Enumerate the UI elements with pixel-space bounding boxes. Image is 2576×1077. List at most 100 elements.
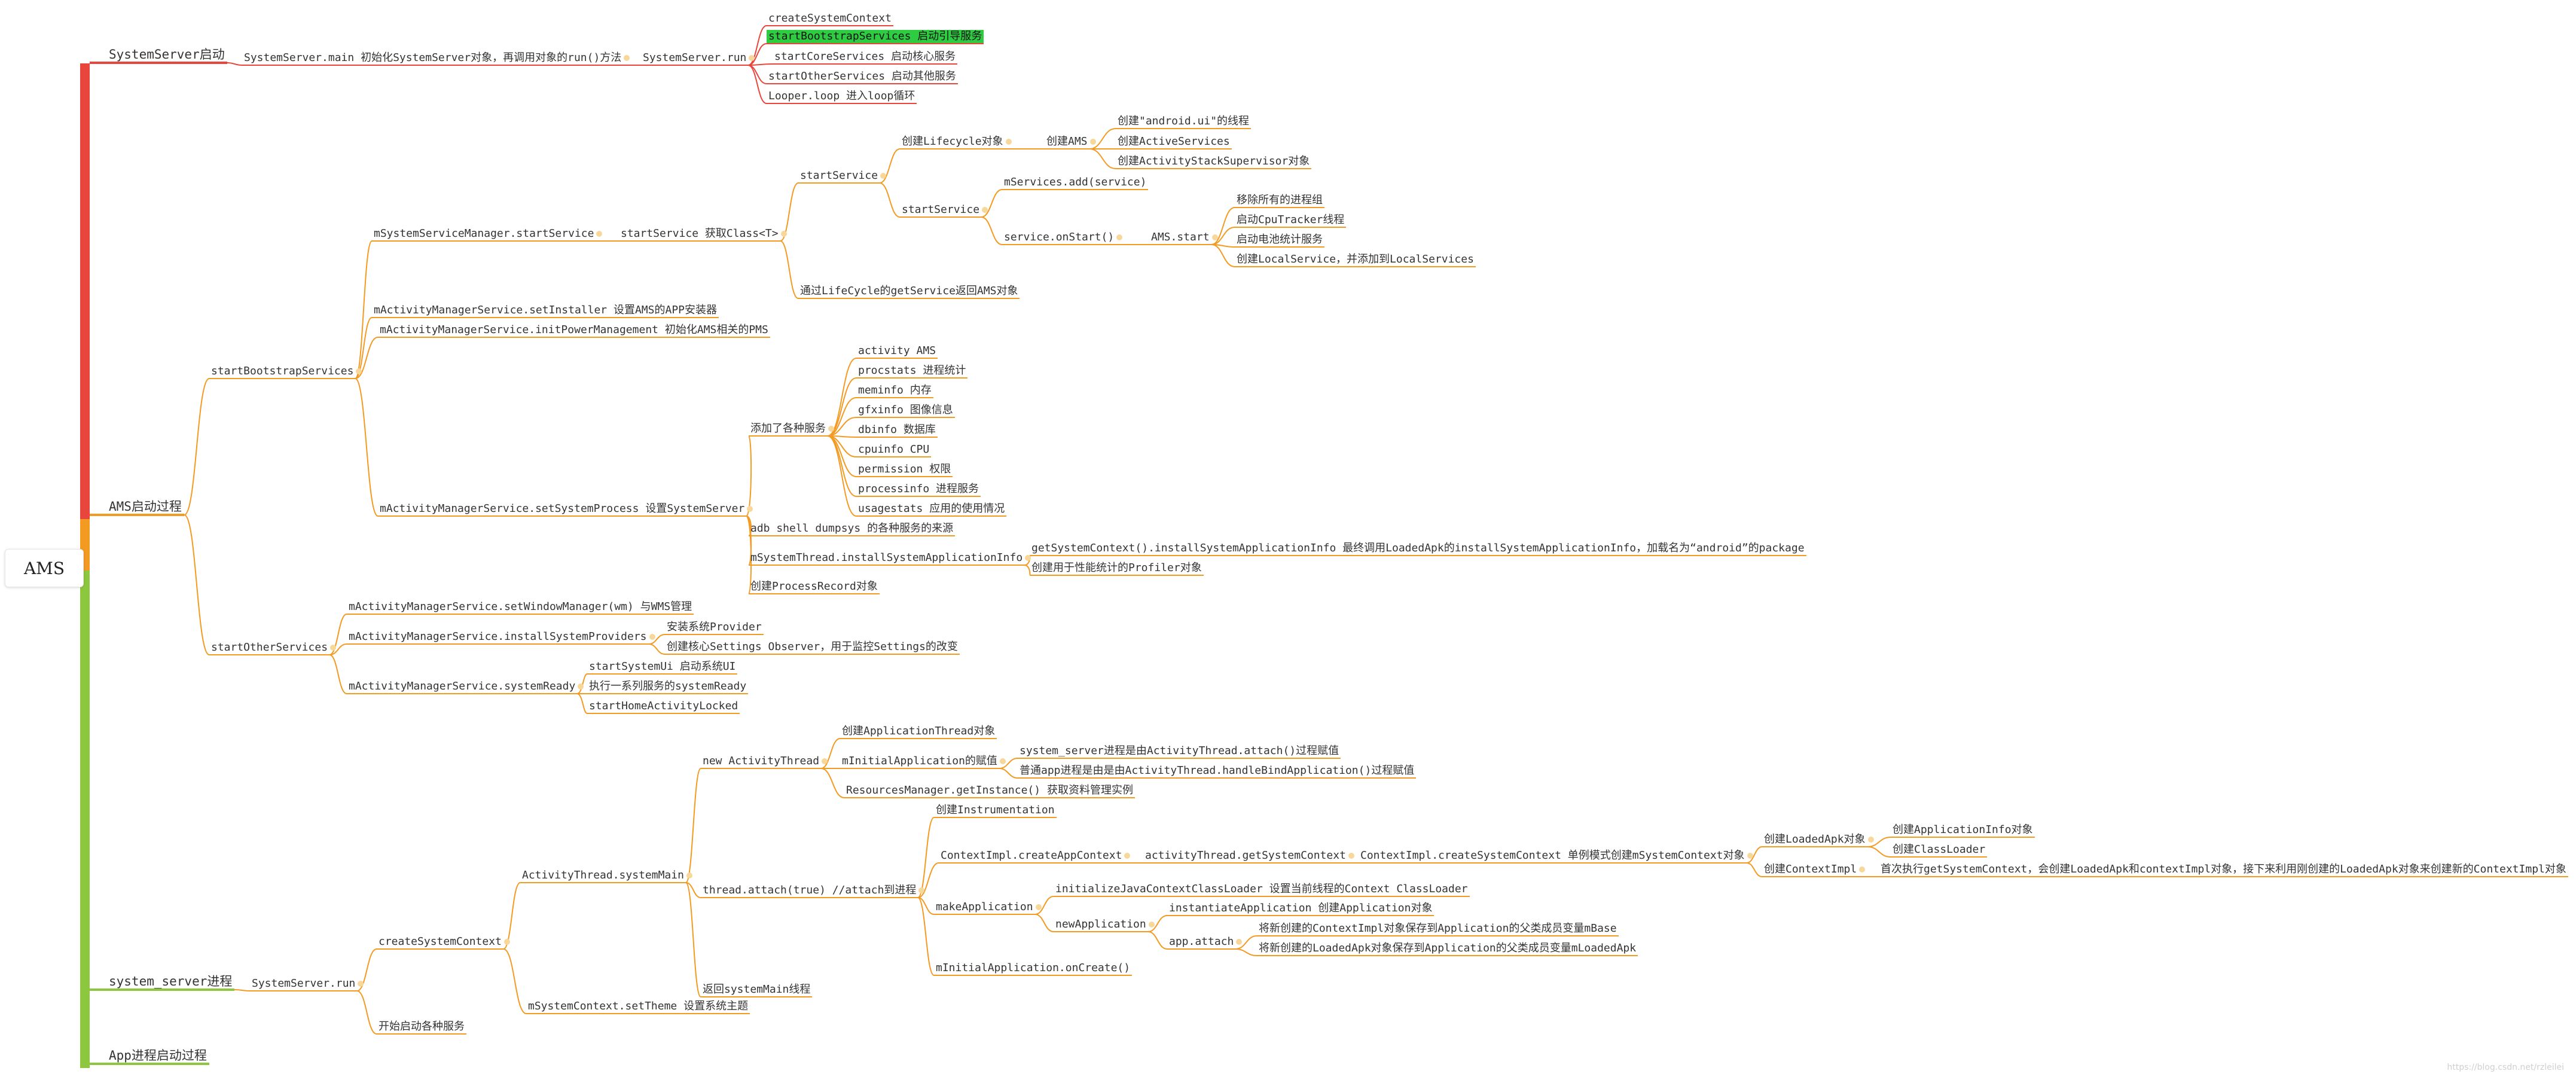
collapse-dot-icon[interactable] bbox=[1859, 867, 1865, 872]
collapse-dot-icon[interactable] bbox=[1348, 853, 1354, 859]
collapse-dot-icon[interactable] bbox=[686, 872, 692, 878]
node-create-settings-observer[interactable]: 创建核心Settings Observer，用于监控Settings的改变 bbox=[667, 640, 958, 653]
collapse-dot-icon[interactable] bbox=[1116, 234, 1122, 240]
node-system-ready[interactable]: mActivityManagerService.systemReady bbox=[349, 680, 576, 692]
node-start-cpu-tracker[interactable]: 启动CpuTracker线程 bbox=[1237, 213, 1345, 226]
branch-system-server-process[interactable]: system_server进程 bbox=[109, 974, 233, 988]
node-start-system-ui[interactable]: startSystemUi 启动系统UI bbox=[589, 660, 736, 673]
collapse-dot-icon[interactable] bbox=[982, 207, 988, 213]
node-create-profiler[interactable]: 创建用于性能统计的Profiler对象 bbox=[1031, 562, 1202, 574]
node-ams-start-node[interactable]: AMS.start bbox=[1151, 231, 1210, 243]
node-svc-usagestats[interactable]: usagestats 应用的使用情况 bbox=[858, 502, 1005, 515]
collapse-dot-icon[interactable] bbox=[828, 426, 834, 432]
node-svc-permission[interactable]: permission 权限 bbox=[858, 463, 951, 475]
node-svc-meminfo[interactable]: meminfo 内存 bbox=[858, 384, 932, 396]
node-minitial-application-assign[interactable]: mInitialApplication的赋值 bbox=[842, 755, 997, 767]
node-minitial-on-create[interactable]: mInitialApplication.onCreate() bbox=[936, 962, 1131, 974]
node-svc-dbinfo[interactable]: dbinfo 数据库 bbox=[858, 423, 936, 436]
collapse-dot-icon[interactable] bbox=[749, 55, 755, 61]
collapse-dot-icon[interactable] bbox=[1149, 922, 1155, 927]
collapse-dot-icon[interactable] bbox=[504, 939, 510, 945]
node-thread-attach[interactable]: thread.attach(true) //attach到进程 bbox=[703, 884, 917, 896]
branch-ams-start[interactable]: AMS启动过程 bbox=[109, 499, 182, 514]
node-looper-loop[interactable]: Looper.loop 进入loop循环 bbox=[768, 90, 915, 102]
node-create-loaded-apk[interactable]: 创建LoadedApk对象 bbox=[1764, 833, 1866, 846]
node-start-core-services[interactable]: startCoreServices 启动核心服务 bbox=[774, 50, 956, 63]
node-svc-procstats[interactable]: procstats 进程统计 bbox=[858, 364, 966, 377]
node-service-onstart[interactable]: service.onStart() bbox=[1004, 231, 1115, 243]
node-save-context-impl[interactable]: 将新创建的ContextImpl对象保存到Application的父类成员变量m… bbox=[1259, 922, 1617, 935]
node-remove-process-groups[interactable]: 移除所有的进程组 bbox=[1237, 194, 1323, 206]
collapse-dot-icon[interactable] bbox=[1036, 904, 1042, 910]
collapse-dot-icon[interactable] bbox=[781, 231, 787, 237]
node-create-context-impl[interactable]: 创建ContextImpl bbox=[1764, 863, 1857, 875]
node-resources-manager[interactable]: ResourcesManager.getInstance() 获取资料管理实例 bbox=[846, 784, 1133, 797]
node-ams-bootstrap[interactable]: startBootstrapServices bbox=[211, 365, 354, 377]
node-svc-gfxinfo[interactable]: gfxinfo 图像信息 bbox=[858, 404, 953, 416]
node-svc-processinfo[interactable]: processinfo 进程服务 bbox=[858, 483, 979, 495]
collapse-dot-icon[interactable] bbox=[1236, 939, 1242, 945]
node-instantiate-application[interactable]: instantiateApplication 创建Application对象 bbox=[1169, 902, 1433, 914]
branch-app-process[interactable]: App进程启动过程 bbox=[109, 1048, 207, 1063]
collapse-dot-icon[interactable] bbox=[822, 758, 828, 764]
collapse-dot-icon[interactable] bbox=[356, 368, 362, 374]
collapse-dot-icon[interactable] bbox=[1025, 555, 1031, 561]
node-create-class-loader[interactable]: 创建ClassLoader bbox=[1893, 843, 1986, 856]
node-set-theme[interactable]: mSystemContext.setTheme 设置系统主题 bbox=[528, 1000, 749, 1012]
node-first-get-system-context[interactable]: 首次执行getSystemContext，会创建LoadedApk和contex… bbox=[1881, 863, 2566, 875]
node-install-system-providers[interactable]: mActivityManagerService.installSystemPro… bbox=[349, 630, 647, 643]
node-set-window-manager[interactable]: mActivityManagerService.setWindowManager… bbox=[349, 600, 692, 613]
collapse-dot-icon[interactable] bbox=[747, 506, 753, 512]
node-create-lifecycle[interactable]: 创建Lifecycle对象 bbox=[902, 135, 1003, 148]
node-svc-activity[interactable]: activity AMS bbox=[858, 344, 936, 357]
node-create-process-record[interactable]: 创建ProcessRecord对象 bbox=[750, 580, 878, 593]
root-node[interactable]: AMS bbox=[5, 549, 84, 587]
node-start-battery-stats[interactable]: 启动电池统计服务 bbox=[1237, 233, 1323, 246]
node-svc-cpuinfo[interactable]: cpuinfo CPU bbox=[858, 443, 930, 456]
node-set-installer[interactable]: mActivityManagerService.setInstaller 设置A… bbox=[374, 304, 717, 316]
node-adb-dumpsys[interactable]: adb shell dumpsys 的各种服务的来源 bbox=[750, 522, 954, 535]
node-create-application-thread[interactable]: 创建ApplicationThread对象 bbox=[842, 725, 996, 737]
node-app-attach[interactable]: app.attach bbox=[1169, 935, 1234, 948]
node-context-impl-create-app-context[interactable]: ContextImpl.createAppContext bbox=[941, 849, 1122, 862]
node-ma-system-server[interactable]: system_server进程是由ActivityThread.attach()… bbox=[1020, 745, 1339, 757]
collapse-dot-icon[interactable] bbox=[596, 231, 602, 237]
node-ssp-create-system-context[interactable]: createSystemContext bbox=[379, 935, 502, 948]
node-return-system-main[interactable]: 返回systemMain线程 bbox=[703, 983, 811, 996]
node-start-service-b[interactable]: startService bbox=[902, 203, 980, 216]
node-create-active-services[interactable]: 创建ActiveServices bbox=[1118, 135, 1230, 148]
node-install-system-app-info[interactable]: mSystemThread.installSystemApplicationIn… bbox=[750, 551, 1023, 564]
collapse-dot-icon[interactable] bbox=[624, 55, 630, 61]
collapse-dot-icon[interactable] bbox=[1212, 234, 1218, 240]
node-start-home-activity[interactable]: startHomeActivityLocked bbox=[589, 700, 738, 712]
node-create-android-ui[interactable]: 创建"android.ui"的线程 bbox=[1118, 115, 1250, 127]
node-create-application-info[interactable]: 创建ApplicationInfo对象 bbox=[1893, 823, 2033, 836]
node-start-bootstrap-services[interactable]: startBootstrapServices 启动引导服务 bbox=[767, 30, 984, 43]
node-new-activity-thread[interactable]: new ActivityThread bbox=[703, 755, 820, 767]
collapse-dot-icon[interactable] bbox=[1000, 758, 1006, 764]
node-install-system-provider[interactable]: 安装系统Provider bbox=[667, 621, 762, 633]
node-create-local-service[interactable]: 创建LocalService，并添加到LocalServices bbox=[1237, 253, 1474, 266]
node-lifecycle-get-service[interactable]: 通过LifeCycle的getService返回AMS对象 bbox=[800, 285, 1018, 297]
node-create-system-context[interactable]: createSystemContext bbox=[768, 12, 892, 25]
node-ssp-start-services[interactable]: 开始启动各种服务 bbox=[379, 1020, 465, 1033]
node-start-other-services[interactable]: startOtherServices 启动其他服务 bbox=[768, 70, 956, 83]
node-new-application[interactable]: newApplication bbox=[1055, 918, 1146, 930]
collapse-dot-icon[interactable] bbox=[1090, 139, 1096, 145]
collapse-dot-icon[interactable] bbox=[918, 887, 924, 893]
node-activity-thread-get-system-context[interactable]: activityThread.getSystemContext bbox=[1145, 849, 1346, 862]
node-init-java-context-classloader[interactable]: initializeJavaContextClassLoader 设置当前线程的… bbox=[1055, 883, 1468, 895]
node-context-impl-create-system-context[interactable]: ContextImpl.createSystemContext 单例模式创建mS… bbox=[1360, 849, 1745, 862]
node-create-ams[interactable]: 创建AMS bbox=[1046, 135, 1088, 148]
node-start-service-get-class[interactable]: startService 获取Class<T> bbox=[621, 227, 779, 240]
collapse-dot-icon[interactable] bbox=[1868, 837, 1874, 843]
node-ss-run[interactable]: SystemServer.run bbox=[643, 51, 747, 64]
collapse-dot-icon[interactable] bbox=[1006, 139, 1012, 145]
node-create-stack-supervisor[interactable]: 创建ActivityStackSupervisor对象 bbox=[1118, 155, 1310, 167]
collapse-dot-icon[interactable] bbox=[1747, 853, 1753, 859]
collapse-dot-icon[interactable] bbox=[330, 645, 336, 651]
node-init-power-management[interactable]: mActivityManagerService.initPowerManagem… bbox=[380, 324, 768, 336]
node-ssp-run[interactable]: SystemServer.run bbox=[252, 977, 356, 990]
collapse-dot-icon[interactable] bbox=[649, 634, 655, 640]
collapse-dot-icon[interactable] bbox=[358, 981, 364, 987]
